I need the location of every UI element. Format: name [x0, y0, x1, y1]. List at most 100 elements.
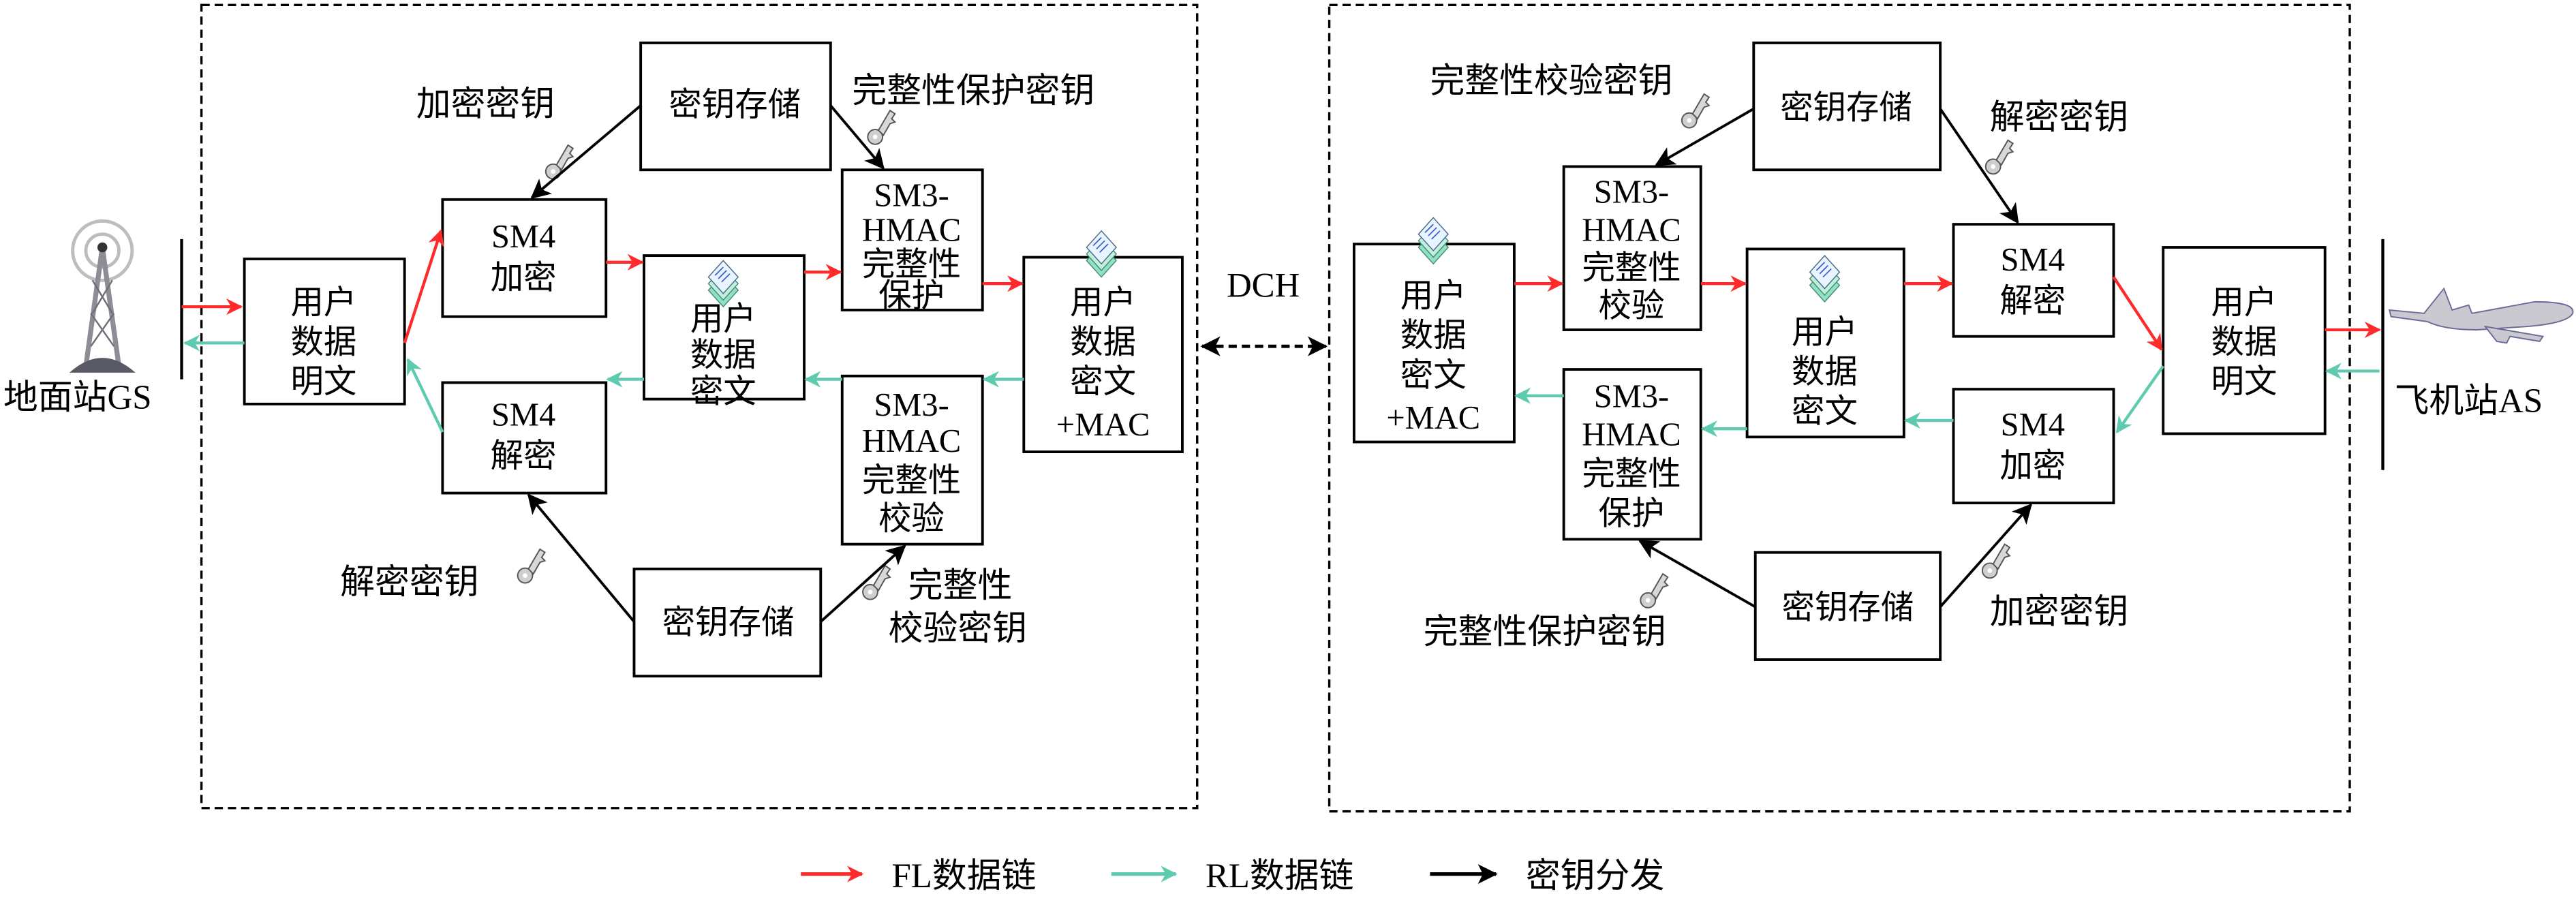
ground-station: 地面站GS: [3, 219, 183, 416]
key-icon: [517, 548, 546, 584]
dch-label: DCH: [1227, 266, 1300, 305]
left-panel-cipher-mac-0: 用户: [1070, 285, 1136, 321]
key-distribution-arrow: [829, 104, 885, 170]
right-panel-sm4-encrypt-1: 加密: [1999, 447, 2066, 484]
right-plaintext: 用户 数据 明文: [2162, 246, 2327, 435]
left-panel-ciphertext-0: 用户: [690, 301, 756, 337]
right-key-storage-top: 密钥存储: [1752, 41, 1942, 172]
key-icon: [1981, 543, 2011, 579]
key-distribution-arrow: [1939, 503, 2032, 608]
right-panel-plaintext-0: 用户: [2211, 285, 2278, 321]
as-processing-panel: [1328, 3, 2351, 813]
left-plaintext: 用户 数据 明文: [243, 258, 406, 405]
left-panel-plaintext-2: 明文: [290, 364, 356, 400]
right-panel-key-storage-bottom: 密钥存储: [1782, 589, 1914, 626]
legend-rl-label: RL数据链: [1206, 857, 1354, 895]
aircraft-station: 飞机站AS: [2381, 239, 2574, 470]
key-icon: [1984, 139, 2014, 175]
key-distribution-arrow: [1939, 108, 2019, 224]
left-hmac-protect: SM3- HMAC 完整性 保护: [840, 168, 984, 314]
right-panel-ciphertext-0: 用户: [1792, 314, 1858, 350]
left-panel-hmac-protect-3: 保护: [878, 278, 945, 314]
left-panel-ciphertext-1: 数据: [690, 337, 756, 373]
left-panel-sm4-decrypt-1: 解密: [491, 437, 557, 474]
key-distribution-arrow: [527, 493, 635, 623]
right-panel-cipher-mac-2: 密文: [1400, 356, 1467, 393]
left-panel-sm4-decrypt-0: SM4: [491, 397, 555, 433]
left-panel-plaintext-1: 数据: [290, 324, 356, 360]
left-cipher-mac: 用户 数据 密文 +MAC: [1022, 230, 1184, 454]
left-integrity-protect-key-label: 完整性保护密钥: [852, 72, 1094, 110]
key-icon: [1640, 572, 1669, 609]
key-distribution-arrow: [1638, 540, 1756, 609]
right-decrypt-key-label: 解密密钥: [1990, 98, 2129, 136]
left-panel-cipher-mac-2: 密文: [1070, 363, 1136, 400]
left-sm4-decrypt: SM4 解密: [441, 381, 608, 495]
dch-channel: DCH: [1200, 266, 1328, 356]
right-panel-hmac-verify-1: HMAC: [1582, 212, 1681, 248]
left-integrity-verify-key-label-2: 校验密钥: [889, 609, 1028, 647]
key-distribution-arrow: [530, 104, 642, 199]
left-panel-hmac-protect-1: HMAC: [862, 212, 961, 248]
right-panel-sm4-decrypt-0: SM4: [2001, 242, 2065, 278]
left-panel-cipher-mac-1: 数据: [1070, 324, 1136, 360]
legend: FL数据链 RL数据链 密钥分发: [801, 857, 1664, 895]
right-integrity-protect-key-label: 完整性保护密钥: [1424, 613, 1666, 651]
legend-item-rl: RL数据链: [1111, 857, 1354, 895]
as-label: 飞机站AS: [2394, 382, 2543, 420]
gs-label: 地面站GS: [3, 378, 152, 416]
right-integrity-verify-key-label: 完整性校验密钥: [1430, 62, 1672, 100]
left-panel-hmac-verify-2: 完整性: [862, 463, 961, 499]
right-panel-ciphertext-1: 数据: [1792, 354, 1858, 390]
key-distribution-arrow: [1655, 108, 1755, 166]
legend-item-fl: FL数据链: [801, 857, 1036, 895]
gs-processing-panel: [200, 3, 1199, 810]
left-panel-hmac-protect-0: SM3-: [874, 178, 949, 214]
right-panel-hmac-protect-2: 完整性: [1582, 457, 1681, 493]
left-key-storage-bottom: 密钥存储: [632, 567, 823, 678]
radio-tower-icon: [69, 219, 136, 373]
right-sm4-encrypt: SM4 加密: [1952, 388, 2115, 505]
right-encrypt-key-label: 加密密钥: [1990, 593, 2129, 631]
right-hmac-protect: SM3- HMAC 完整性 保护: [1562, 368, 1702, 541]
left-panel-hmac-verify-0: SM3-: [874, 387, 949, 423]
right-panel-plaintext-2: 明文: [2211, 364, 2278, 400]
right-panel-key-storage-top: 密钥存储: [1780, 89, 1912, 126]
left-encrypt-key-label: 加密密钥: [416, 84, 555, 123]
legend-fl-label: FL数据链: [891, 857, 1036, 895]
right-panel-ciphertext-2: 密文: [1792, 393, 1858, 430]
right-panel-cipher-mac-1: 数据: [1400, 318, 1467, 354]
legend-item-key: 密钥分发: [1430, 857, 1664, 895]
left-decrypt-key-label: 解密密钥: [340, 563, 479, 601]
left-integrity-verify-key-label-1: 完整性: [908, 566, 1013, 604]
right-panel-plaintext-1: 数据: [2211, 324, 2278, 360]
left-panel-hmac-verify-1: HMAC: [862, 423, 961, 459]
left-panel-plaintext-0: 用户: [290, 285, 356, 321]
right-cipher-mac: 用户 数据 密文 +MAC: [1352, 217, 1516, 444]
right-panel-hmac-protect-1: HMAC: [1582, 416, 1681, 452]
left-panel-key-storage-top: 密钥存储: [669, 86, 801, 123]
right-sm4-decrypt: SM4 解密: [1952, 223, 2115, 338]
left-ciphertext: 用户 数据 密文: [643, 254, 806, 410]
right-panel-hmac-protect-3: 保护: [1599, 496, 1665, 532]
key-distribution-arrow: [819, 544, 906, 623]
right-panel-sm4-decrypt-1: 解密: [1999, 282, 2066, 319]
right-panel-hmac-verify-3: 校验: [1599, 288, 1665, 324]
key-icon: [867, 109, 896, 145]
left-key-storage-top: 密钥存储: [639, 41, 832, 172]
right-panel-hmac-verify-2: 完整性: [1582, 250, 1681, 286]
rl-arrow: [2115, 365, 2165, 434]
fl-arrow: [2112, 276, 2163, 352]
left-panel-hmac-protect-2: 完整性: [862, 247, 961, 283]
right-panel-cipher-mac-0: 用户: [1400, 278, 1467, 314]
right-ciphertext: 用户 数据 密文: [1745, 247, 1905, 439]
right-key-storage-bottom: 密钥存储: [1753, 551, 1942, 661]
left-panel-hmac-verify-3: 校验: [878, 501, 945, 537]
right-panel-hmac-protect-0: SM3-: [1594, 379, 1669, 415]
right-panel-hmac-verify-0: SM3-: [1594, 174, 1669, 211]
left-panel-sm4-encrypt-1: 加密: [491, 260, 557, 296]
left-hmac-verify: SM3- HMAC 完整性 校验: [840, 374, 984, 546]
left-panel-sm4-encrypt-0: SM4: [491, 219, 555, 255]
rl-arrow: [406, 358, 444, 433]
left-panel-ciphertext-2: 密文: [690, 373, 756, 410]
